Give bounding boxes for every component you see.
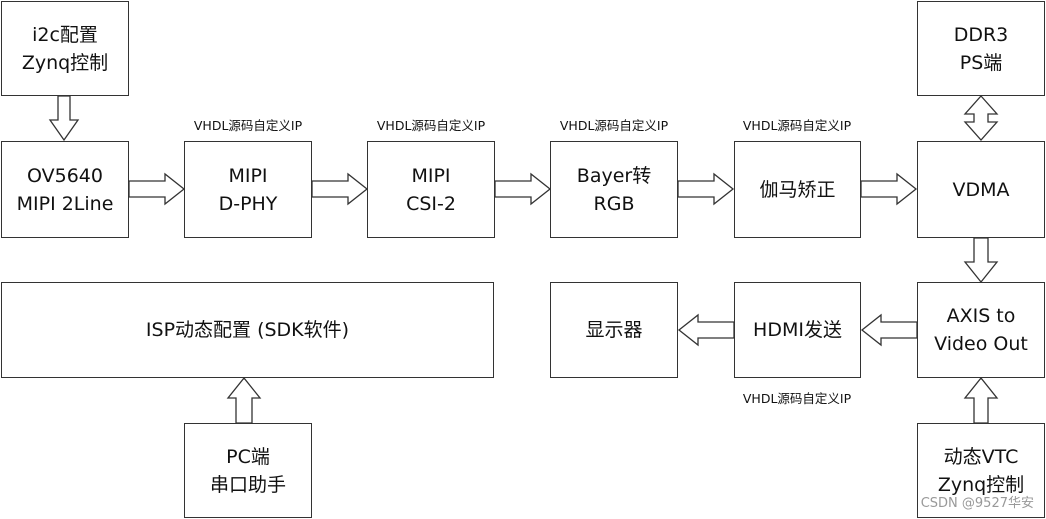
block-ddr3-line2: PS端: [959, 51, 1003, 74]
block-pc-serial-assistant-line1: PC端: [226, 445, 270, 468]
block-ddr3: DDR3 PS端: [917, 1, 1045, 96]
block-mipi-dphy-line1: MIPI: [228, 164, 268, 187]
block-isp-dynamic-config: ISP动态配置 (SDK软件): [1, 282, 494, 378]
arrow-hdmi-to-display: [677, 313, 735, 347]
arrow-pc-to-isp: [226, 376, 262, 424]
arrow-vdma-to-axis: [963, 237, 999, 284]
block-display: 显示器: [550, 282, 678, 378]
arrow-ddr3-vdma-bidirectional: [963, 95, 999, 141]
block-mipi-dphy: MIPI D-PHY: [184, 141, 312, 238]
arrow-ov5640-to-dphy: [128, 172, 186, 206]
block-ov5640-line2: MIPI 2Line: [16, 192, 114, 215]
block-bayer-to-rgb: Bayer转 RGB: [550, 141, 678, 238]
block-ddr3-line1: DDR3: [953, 23, 1009, 46]
block-dynamic-vtc: 动态VTC Zynq控制: [917, 423, 1045, 518]
block-gamma-correction: 伽马矫正: [734, 141, 861, 238]
block-ov5640-line1: OV5640: [27, 164, 103, 187]
block-hdmi-tx-label: HDMI发送: [753, 319, 842, 341]
block-dynamic-vtc-line1: 动态VTC: [943, 445, 1019, 468]
block-axis-to-video-out-line1: AXIS to: [946, 305, 1016, 327]
csdn-watermark: CSDN @9527华安: [920, 496, 1034, 511]
block-i2c-config: i2c配置 Zynq控制: [1, 1, 129, 96]
block-i2c-config-line2: Zynq控制: [21, 51, 109, 74]
block-mipi-dphy-line2: D-PHY: [218, 192, 278, 215]
block-dynamic-vtc-line2: Zynq控制: [937, 473, 1025, 496]
block-vdma-label: VDMA: [952, 178, 1010, 201]
block-bayer-to-rgb-line2: RGB: [593, 192, 635, 215]
block-vdma: VDMA: [917, 141, 1045, 238]
block-gamma-correction-label: 伽马矫正: [759, 178, 836, 201]
block-axis-to-video-out-line2: Video Out: [934, 333, 1028, 355]
block-display-label: 显示器: [585, 319, 643, 341]
block-mipi-csi2: MIPI CSI-2: [367, 141, 495, 238]
arrow-axis-to-hdmi: [860, 313, 918, 347]
caption-dphy-ip: VHDL源码自定义IP: [193, 118, 303, 133]
block-axis-to-video-out: AXIS to Video Out: [917, 282, 1045, 378]
caption-hdmi-ip: VHDL源码自定义IP: [742, 391, 852, 406]
arrow-gamma-to-vdma: [860, 172, 918, 206]
arrow-i2c-to-ov5640: [48, 95, 80, 142]
block-isp-dynamic-config-label: ISP动态配置 (SDK软件): [145, 319, 350, 341]
block-pc-serial-assistant-line2: 串口助手: [209, 473, 286, 496]
block-bayer-to-rgb-line1: Bayer转: [576, 164, 652, 187]
caption-bayer-ip: VHDL源码自定义IP: [559, 118, 669, 133]
block-pc-serial-assistant: PC端 串口助手: [184, 423, 312, 518]
block-hdmi-tx: HDMI发送: [734, 282, 861, 378]
block-ov5640: OV5640 MIPI 2Line: [1, 141, 129, 238]
block-i2c-config-line1: i2c配置: [32, 23, 98, 46]
block-mipi-csi2-line2: CSI-2: [406, 192, 456, 215]
arrow-bayer-to-gamma: [677, 172, 735, 206]
arrow-csi2-to-bayer: [494, 172, 552, 206]
caption-gamma-ip: VHDL源码自定义IP: [742, 118, 852, 133]
arrow-dphy-to-csi2: [311, 172, 369, 206]
block-mipi-csi2-line1: MIPI: [411, 164, 451, 187]
arrow-vtc-to-axis: [963, 376, 999, 424]
caption-csi2-ip: VHDL源码自定义IP: [376, 118, 486, 133]
